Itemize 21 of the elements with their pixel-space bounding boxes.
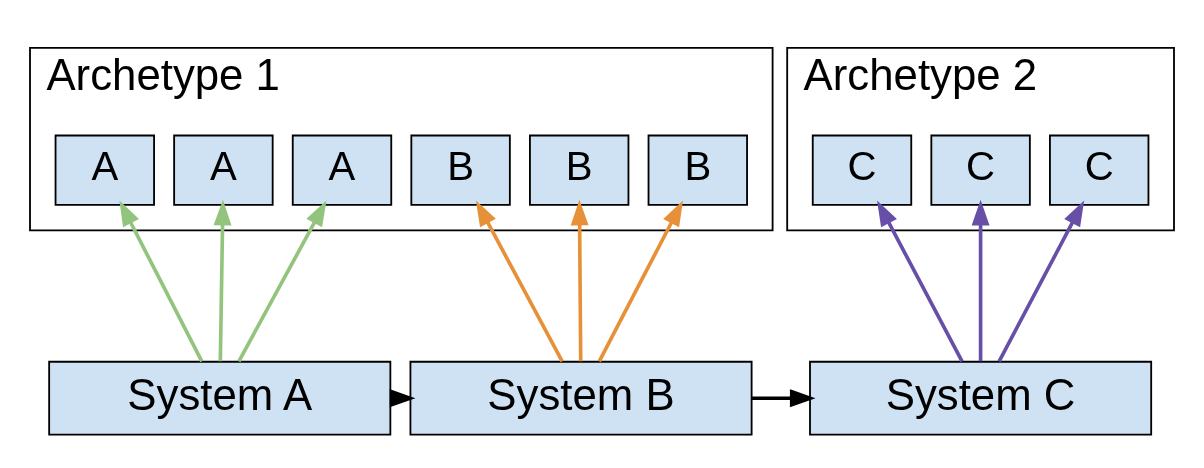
arrow	[971, 199, 990, 362]
node-box: B	[410, 134, 511, 206]
arrow	[237, 200, 327, 363]
node-box: B	[529, 134, 630, 206]
arrow	[751, 389, 816, 408]
node-box: C	[930, 134, 1031, 206]
node-box: B	[647, 134, 748, 206]
node-box: System B	[409, 360, 753, 436]
arrow	[213, 199, 232, 362]
node-box: C	[811, 134, 913, 206]
arrow	[997, 200, 1085, 363]
node-box: C	[1049, 134, 1150, 206]
arrow	[597, 200, 683, 363]
node-box: System C	[809, 360, 1153, 436]
node-box: A	[173, 134, 274, 206]
arrow	[877, 200, 964, 363]
arrow	[475, 200, 564, 363]
node-box: A	[291, 134, 393, 206]
node-box: A	[54, 134, 155, 206]
arrow	[570, 199, 589, 362]
arrow	[119, 200, 204, 363]
